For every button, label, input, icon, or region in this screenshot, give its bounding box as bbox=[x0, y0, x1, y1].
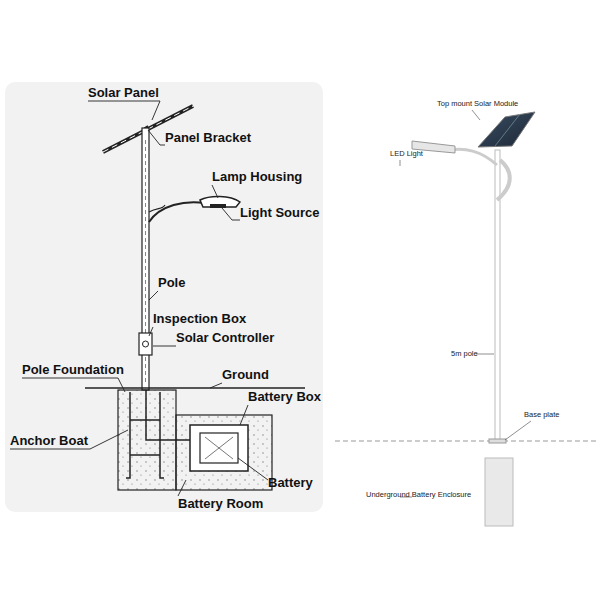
part-label: LED Light bbox=[390, 150, 423, 158]
leader-lines bbox=[10, 101, 268, 496]
battery-room bbox=[176, 415, 272, 490]
leader-lines bbox=[400, 110, 531, 497]
ground-line bbox=[85, 387, 305, 389]
part-label: Base plate bbox=[524, 411, 559, 419]
base-plate bbox=[489, 439, 506, 443]
part-label: Underground Battery Enclosure bbox=[366, 491, 471, 499]
battery bbox=[200, 433, 238, 463]
part-label: 5m pole bbox=[451, 350, 478, 358]
ground-line bbox=[335, 441, 598, 442]
part-label: Battery bbox=[268, 476, 313, 490]
part-label: Battery Box bbox=[248, 390, 321, 404]
part-label: Inspection Box bbox=[153, 312, 246, 326]
battery-enclosure bbox=[485, 458, 513, 526]
part-label: Top mount Solar Module bbox=[437, 100, 518, 108]
part-label: Light Source bbox=[240, 206, 319, 220]
panel-ground bbox=[5, 82, 323, 512]
lamp-arm bbox=[450, 149, 497, 165]
lamp-arm bbox=[149, 202, 205, 222]
battery-box bbox=[190, 425, 248, 471]
cable bbox=[146, 390, 190, 440]
lamp-housing bbox=[200, 196, 240, 207]
part-label: Anchor Boat bbox=[10, 434, 88, 448]
part-label: Battery Room bbox=[178, 497, 263, 511]
part-label: Pole bbox=[158, 276, 185, 290]
part-label: Solar Panel bbox=[88, 86, 159, 100]
solar-module bbox=[478, 112, 535, 147]
part-label: Pole Foundation bbox=[22, 363, 124, 377]
part-label: Ground bbox=[222, 368, 269, 382]
part-label: Lamp Housing bbox=[212, 170, 302, 184]
light-source bbox=[210, 204, 226, 208]
part-label: Solar Controller bbox=[176, 331, 274, 345]
pole bbox=[495, 150, 500, 442]
part-label: Panel Bracket bbox=[165, 131, 251, 145]
anchor-bolts bbox=[126, 392, 164, 478]
inspection-box bbox=[139, 333, 152, 355]
